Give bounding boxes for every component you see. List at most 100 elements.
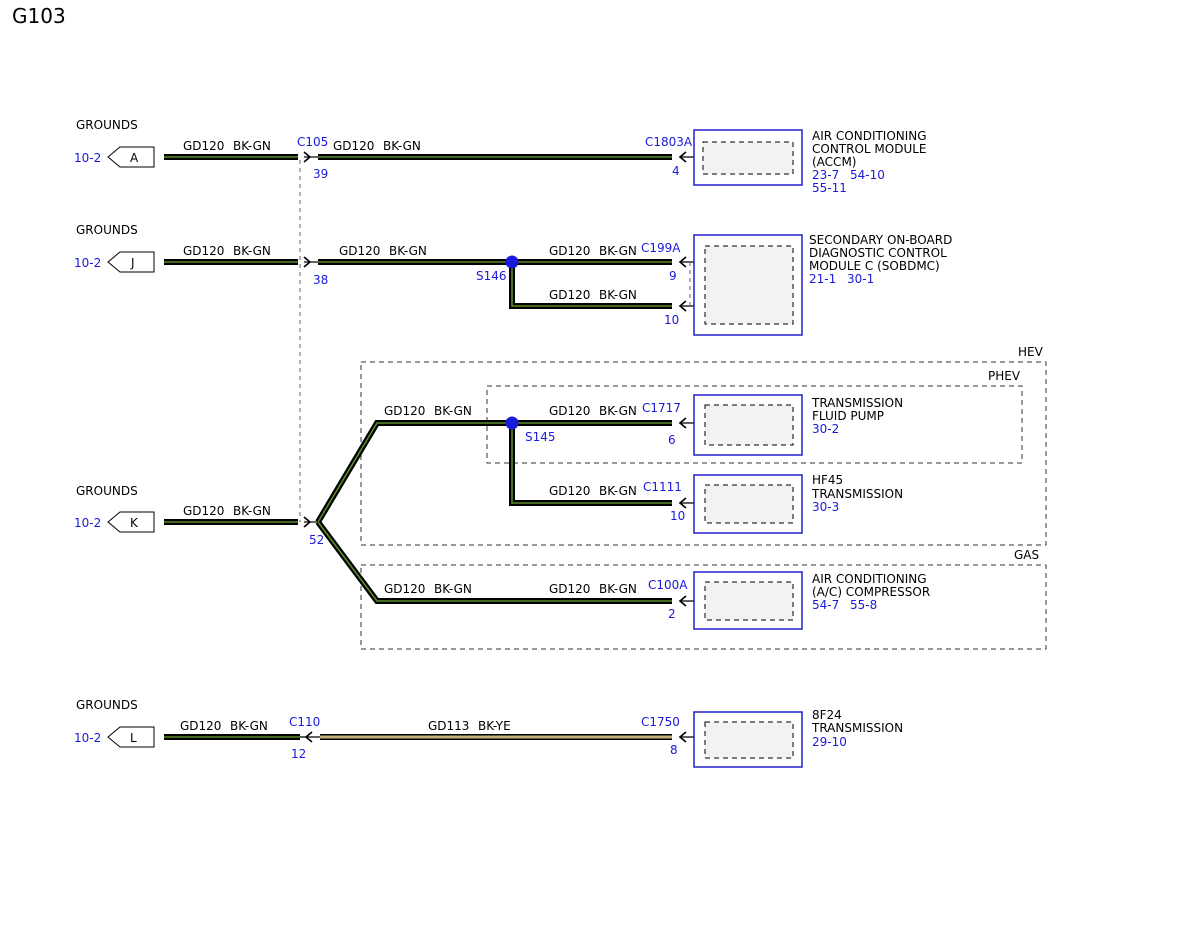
wire-k-branch-gas-stripe (317, 521, 672, 602)
k-pin: 52 (309, 533, 324, 547)
splice-s146 (505, 255, 519, 269)
region-hev-box (360, 361, 1047, 546)
ground-a-label: GROUNDS (76, 118, 138, 132)
compressor-ref-2: 55-8 (850, 598, 877, 612)
c1717-pin: 6 (668, 433, 676, 447)
wire-k3-circuit: GD120 (549, 404, 590, 418)
wire-k6-color: BK-GN (599, 582, 637, 596)
splice-s145 (505, 416, 519, 430)
region-gas-box (360, 564, 1047, 650)
splice-s145-label: S145 (525, 430, 556, 444)
wire-j1-color: BK-GN (233, 244, 271, 258)
region-hev-label: HEV (1018, 345, 1044, 359)
pump-name-line1: TRANSMISSION (811, 396, 903, 410)
ground-a-flag (107, 146, 155, 168)
pump-ref-1: 30-2 (812, 422, 839, 436)
hf45-name-line1: HF45 (812, 473, 843, 487)
wire-k1-color: BK-GN (233, 504, 271, 518)
c100a-pin: 2 (668, 607, 676, 621)
c1803a-pin: 4 (672, 164, 680, 178)
f24-ref-1: 29-10 (812, 735, 847, 749)
wire-k4-circuit: GD120 (549, 484, 590, 498)
splice-s146-label: S146 (476, 269, 507, 283)
f24-name-line1: 8F24 (812, 708, 842, 722)
region-gas-label: GAS (1014, 548, 1039, 562)
hf45-module-inner (704, 484, 794, 524)
c199a-pin-2: 10 (664, 313, 679, 327)
wire-j4-color: BK-GN (599, 288, 637, 302)
hf45-ref-1: 30-3 (812, 500, 839, 514)
wire-j2-circuit: GD120 (339, 244, 380, 258)
region-phev-label: PHEV (988, 369, 1021, 383)
c1803a-label: C1803A (645, 135, 693, 149)
f24-name-line2: TRANSMISSION (811, 721, 903, 735)
ground-k-letter: K (130, 516, 139, 530)
accm-ref-1: 23-7 (812, 168, 839, 182)
accm-module-inner (702, 141, 794, 175)
sobdmc-ref-1: 21-1 (809, 272, 836, 286)
accm-name-line3: (ACCM) (812, 155, 856, 169)
wire-j4 (509, 262, 672, 309)
wire-l1-circuit: GD120 (180, 719, 221, 733)
wire-k4-stripe (511, 423, 672, 504)
ground-k-label: GROUNDS (76, 484, 138, 498)
accm-name-line2: CONTROL MODULE (812, 142, 927, 156)
page-title: G103 (12, 4, 66, 28)
c1750-pin: 8 (670, 743, 678, 757)
wire-l1-color: BK-GN (230, 719, 268, 733)
c199a-pin-1: 9 (669, 269, 677, 283)
c1750-label: C1750 (641, 715, 680, 729)
wire-j2-color: BK-GN (389, 244, 427, 258)
c1717-label: C1717 (642, 401, 681, 415)
wire-j3-circuit: GD120 (549, 244, 590, 258)
ground-j-label: GROUNDS (76, 223, 138, 237)
wire-j4-circuit: GD120 (549, 288, 590, 302)
wire-l2-circuit: GD113 (428, 719, 469, 733)
ground-l-letter: L (130, 731, 137, 745)
pump-module-inner (704, 404, 794, 446)
f24-module-inner (704, 721, 794, 759)
wire-l2-color: BK-YE (478, 719, 511, 733)
c110-pin: 12 (291, 747, 306, 761)
c100a-label: C100A (648, 578, 688, 592)
wire-k1-circuit: GD120 (183, 504, 224, 518)
j-pin: 38 (313, 273, 328, 287)
c199a-label: C199A (641, 241, 681, 255)
wire-a2-color: BK-GN (383, 139, 421, 153)
wire-k5-circuit: GD120 (384, 582, 425, 596)
ground-j-letter: J (130, 256, 135, 270)
wire-k6-circuit: GD120 (549, 582, 590, 596)
sobdmc-name-line3: MODULE C (SOBDMC) (809, 259, 940, 273)
ground-k-ref: 10-2 (74, 516, 101, 530)
wire-j4-stripe (511, 262, 672, 307)
wire-k4-color: BK-GN (599, 484, 637, 498)
accm-name-line1: AIR CONDITIONING (812, 129, 927, 143)
c105-pin: 39 (313, 167, 328, 181)
accm-ref-2: 54-10 (850, 168, 885, 182)
wire-a1-color: BK-GN (233, 139, 271, 153)
c1111-label: C1111 (643, 480, 682, 494)
ground-l-ref: 10-2 (74, 731, 101, 745)
hf45-name-line2: TRANSMISSION (811, 487, 903, 501)
compressor-ref-1: 54-7 (812, 598, 839, 612)
wire-a2-circuit: GD120 (333, 139, 374, 153)
compressor-name-line1: AIR CONDITIONING (812, 572, 927, 586)
accm-ref-3: 55-11 (812, 181, 847, 195)
sobdmc-ref-2: 30-1 (847, 272, 874, 286)
ground-l-label: GROUNDS (76, 698, 138, 712)
ground-j-ref: 10-2 (74, 256, 101, 270)
c1111-pin: 10 (670, 509, 685, 523)
ground-j-flag (107, 251, 155, 273)
c105-label: C105 (297, 135, 328, 149)
pump-name-line2: FLUID PUMP (812, 409, 884, 423)
c110-label: C110 (289, 715, 320, 729)
wire-j1-circuit: GD120 (183, 244, 224, 258)
sobdmc-name-line2: DIAGNOSTIC CONTROL (809, 246, 947, 260)
ground-l-flag (107, 726, 155, 748)
wire-k-branch-hev-stripe (317, 422, 512, 523)
wire-a1-circuit: GD120 (183, 139, 224, 153)
compressor-name-line2: (A/C) COMPRESSOR (812, 585, 930, 599)
wire-k2-color: BK-GN (434, 404, 472, 418)
wire-k2-circuit: GD120 (384, 404, 425, 418)
